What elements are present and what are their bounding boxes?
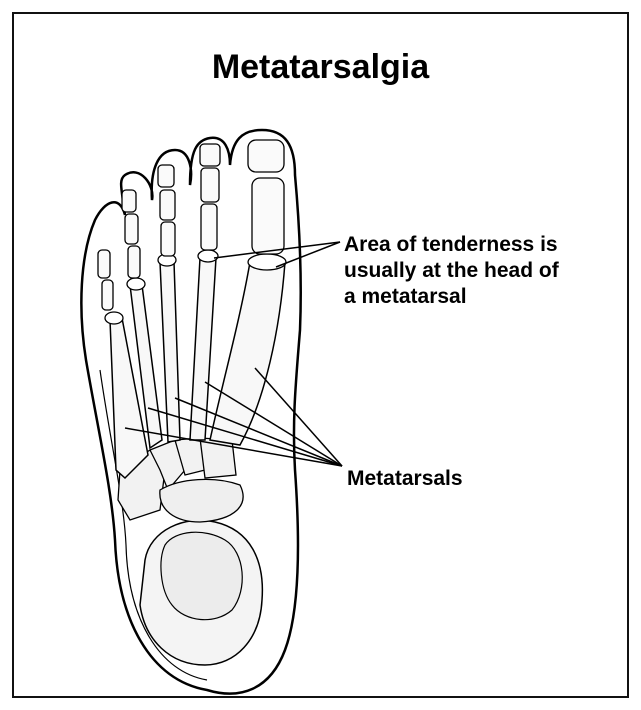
toe-5 bbox=[98, 250, 113, 310]
metatarsal-head-5 bbox=[105, 312, 123, 324]
tenderness-label-line-2: usually at the head of bbox=[344, 258, 614, 284]
tenderness-label-line-3: a metatarsal bbox=[344, 284, 614, 310]
navicular-bone bbox=[160, 479, 243, 522]
toe-4 bbox=[122, 190, 140, 278]
metatarsal-head-2 bbox=[198, 250, 218, 262]
tenderness-label: Area of tenderness is usually at the hea… bbox=[344, 232, 614, 310]
metatarsals-label: Metatarsals bbox=[347, 466, 463, 492]
toe-3 bbox=[158, 165, 175, 256]
toe-2 bbox=[200, 144, 220, 250]
toe-1 bbox=[248, 140, 284, 254]
tenderness-label-line-1: Area of tenderness is bbox=[344, 232, 614, 258]
metatarsal-head-1 bbox=[248, 254, 286, 270]
talus-bone bbox=[161, 532, 242, 619]
metatarsal-head-4 bbox=[127, 278, 145, 290]
leader-line-meta-5 bbox=[255, 368, 342, 466]
